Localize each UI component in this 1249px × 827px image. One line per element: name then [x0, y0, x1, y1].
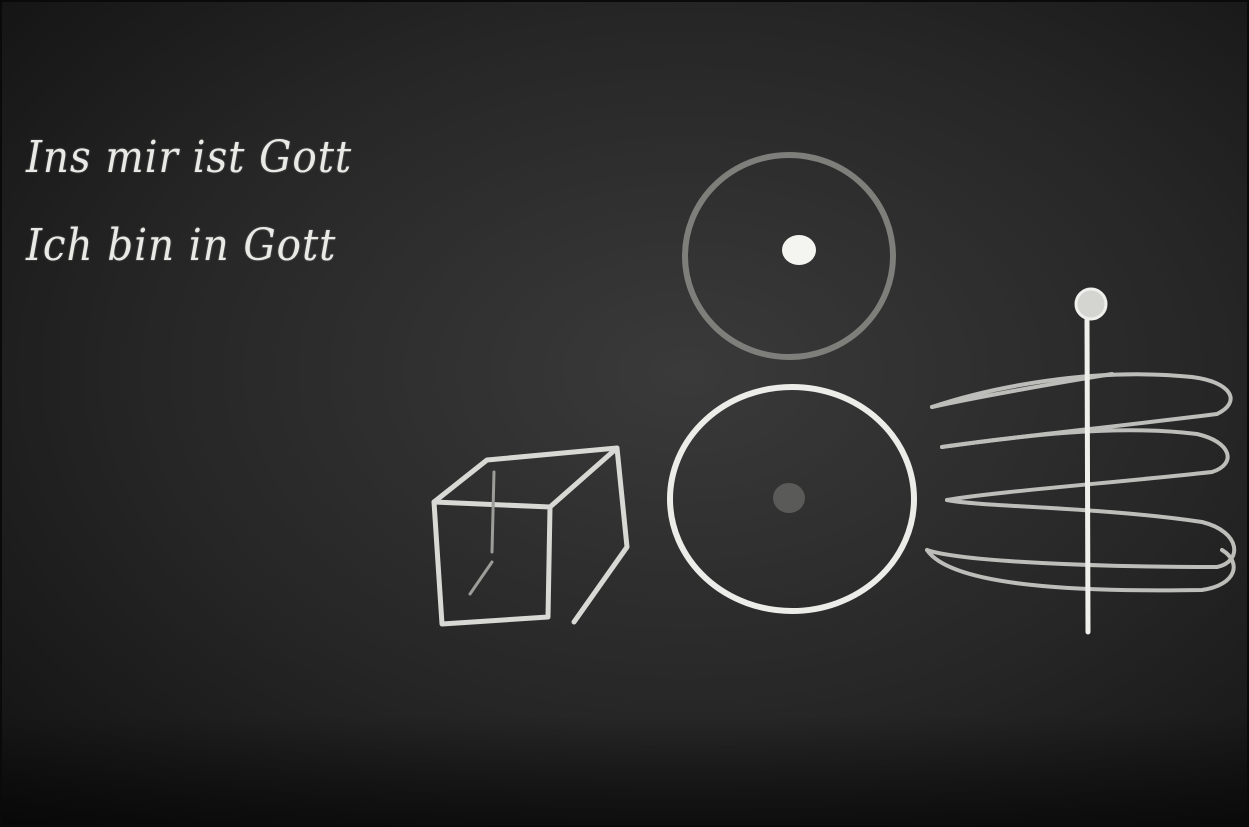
board-shadow — [2, 715, 1249, 825]
spiral-drawing — [927, 289, 1234, 632]
upper-circle-drawing — [685, 155, 893, 357]
cube-drawing — [434, 448, 627, 624]
lower-circle-drawing — [670, 387, 914, 611]
